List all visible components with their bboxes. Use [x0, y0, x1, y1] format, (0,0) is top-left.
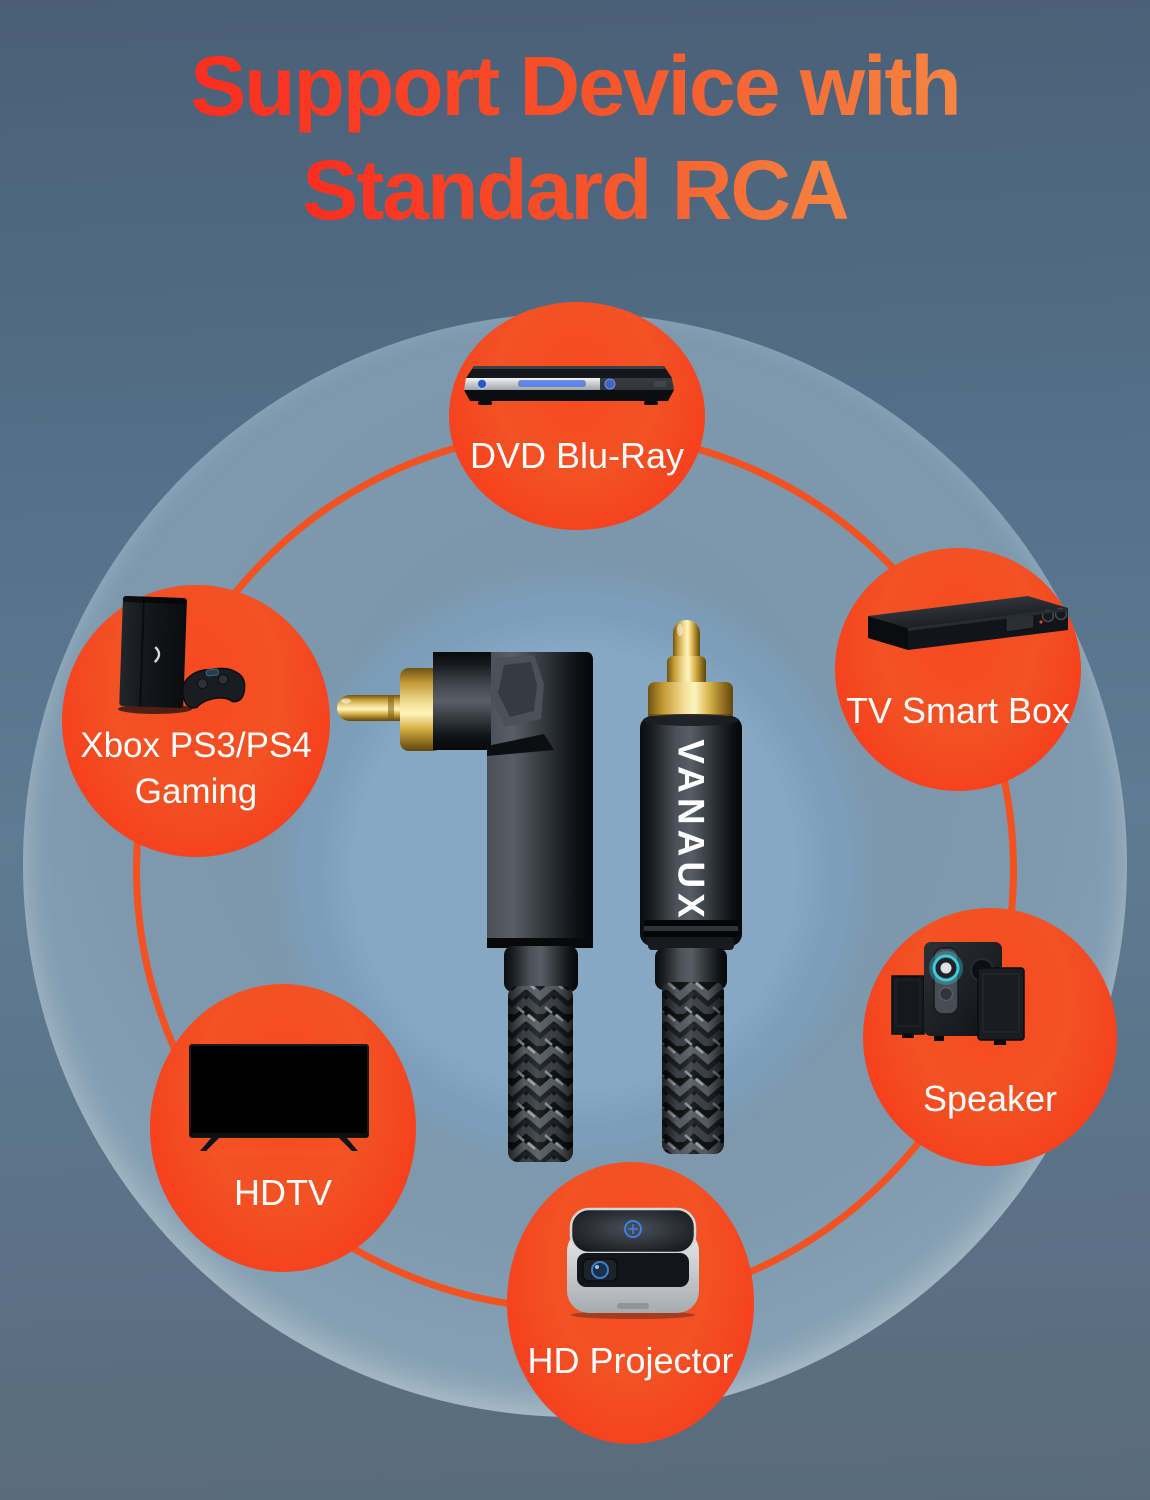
tv-smart-box-icon — [868, 596, 1068, 650]
page-title: Support Device with Standard RCA — [0, 34, 1150, 242]
device-label-tvbox: TV Smart Box — [845, 690, 1071, 731]
speaker-system-icon — [891, 942, 1025, 1045]
device-bubble-projector: HD Projector — [507, 1162, 754, 1444]
game-console-icon — [118, 596, 246, 714]
hd-projector-icon — [567, 1207, 699, 1319]
device-bubble-tvbox: TV Smart Box — [835, 548, 1081, 791]
device-label-speaker: Speaker — [922, 1078, 1058, 1119]
device-label-gaming-line1: Xbox PS3/PS4 — [80, 726, 312, 765]
hdtv-icon — [189, 1044, 369, 1156]
right-angle-rca-connector — [337, 652, 593, 1162]
rca-cable-image: VANAUX — [337, 620, 742, 1162]
dvd-player-icon — [464, 366, 674, 405]
device-bubble-hdtv: HDTV — [150, 984, 416, 1272]
title-line-2: Standard RCA — [302, 138, 849, 242]
device-label-gaming-line2: Gaming — [134, 772, 258, 811]
device-bubble-gaming: Xbox PS3/PS4 Gaming — [62, 585, 330, 857]
straight-rca-connector: VANAUX — [640, 620, 742, 1154]
brand-text: VANAUX — [671, 739, 712, 923]
title-line-1: Support Device with — [190, 34, 961, 138]
device-label-dvd: DVD Blu-Ray — [469, 435, 685, 476]
device-bubble-dvd: DVD Blu-Ray — [449, 302, 705, 530]
device-label-hdtv: HDTV — [234, 1172, 332, 1213]
device-label-projector: HD Projector — [527, 1340, 734, 1381]
device-bubble-speaker: Speaker — [863, 908, 1117, 1166]
